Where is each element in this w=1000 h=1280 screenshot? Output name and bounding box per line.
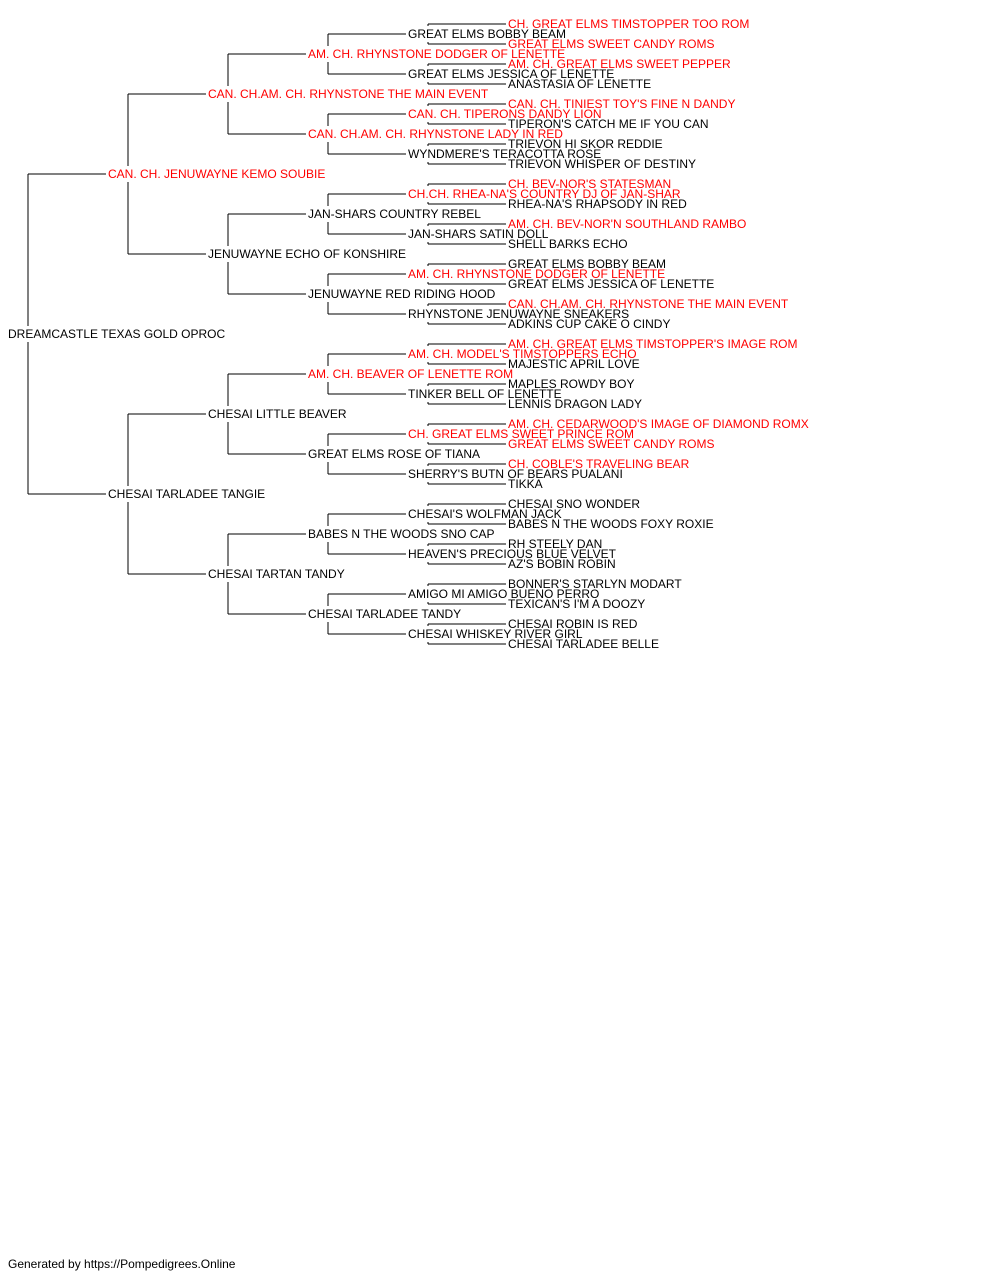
ancestor-dam-sire-sire-sire: AM. CH. MODEL'S TIMSTOPPERS ECHO [408,347,637,361]
ancestor-labels: DREAMCASTLE TEXAS GOLD OPROC CAN. CH. JEN… [8,17,809,651]
ancestor-dam-dam-dam-dam-dam: CHESAI TARLADEE BELLE [508,637,659,651]
ancestor-dam-sire-sire-dam-sire: MAPLES ROWDY BOY [508,377,634,391]
ancestor-dam-dam-dam-sire-sire: BONNER'S STARLYN MODART [508,577,682,591]
ancestor-dam-sire-sire-sire-sire: AM. CH. GREAT ELMS TIMSTOPPER'S IMAGE RO… [508,337,797,351]
ancestor-sire-dam-dam-dam: RHYNSTONE JENUWAYNE SNEAKERS [408,307,629,321]
ancestor-sire-dam: JENUWAYNE ECHO OF KONSHIRE [208,247,406,261]
ancestor-sire-sire-dam-sire-dam: TIPERON'S CATCH ME IF YOU CAN [508,117,709,131]
ancestor-sire-dam-sire-sire-sire: CH. BEV-NOR'S STATESMAN [508,177,671,191]
ancestor-sire-sire: CAN. CH.AM. CH. RHYNSTONE THE MAIN EVENT [208,87,489,101]
ancestor-sire-sire-sire-dam: GREAT ELMS JESSICA OF LENETTE [408,67,614,81]
ancestor-dam-dam-sire: BABES N THE WOODS SNO CAP [308,527,494,541]
connector-lines [27,23,506,645]
ancestor-sire-dam-dam: JENUWAYNE RED RIDING HOOD [308,287,496,301]
subject-name: DREAMCASTLE TEXAS GOLD OPROC [8,327,225,341]
ancestor-dam-sire-dam: GREAT ELMS ROSE OF TIANA [308,447,480,461]
ancestor-dam-dam-dam-dam-sire: CHESAI ROBIN IS RED [508,617,638,631]
ancestor-sire-dam-sire-sire-dam: RHEA-NA'S RHAPSODY IN RED [508,197,687,211]
ancestor-sire-dam-dam-sire-sire: GREAT ELMS BOBBY BEAM [508,257,666,271]
ancestor-dam-dam-sire-dam-dam: AZ'S BOBIN ROBIN [508,557,616,571]
ancestor-dam-sire-dam-dam: SHERRY'S BUTN OF BEARS PUALANI [408,467,623,481]
ancestor-dam-dam-dam: CHESAI TARLADEE TANDY [308,607,461,621]
ancestor-dam-sire-sire-dam: TINKER BELL OF LENETTE [408,387,562,401]
generated-by-footer: Generated by https://Pompedigrees.Online [8,1257,236,1271]
ancestor-sire-sire-sire-dam-dam: ANASTASIA OF LENETTE [508,77,651,91]
ancestor-sire-sire-sire-sire: GREAT ELMS BOBBY BEAM [408,27,566,41]
ancestor-sire-sire-sire-sire-sire: CH. GREAT ELMS TIMSTOPPER TOO ROM [508,17,749,31]
ancestor-dam-sire-dam-sire-sire: AM. CH. CEDARWOOD'S IMAGE OF DIAMOND ROM… [508,417,809,431]
ancestor-sire-sire-sire-dam-sire: AM. CH. GREAT ELMS SWEET PEPPER [508,57,731,71]
ancestor-dam-sire: CHESAI LITTLE BEAVER [208,407,347,421]
ancestor-dam-dam-sire-dam: HEAVEN'S PRECIOUS BLUE VELVET [408,547,617,561]
ancestor-dam-dam: CHESAI TARTAN TANDY [208,567,345,581]
ancestor-dam-sire-dam-sire: CH. GREAT ELMS SWEET PRINCE ROM [408,427,634,441]
ancestor-sire-dam-sire-dam: JAN-SHARS SATIN DOLL [408,227,549,241]
ancestor-dam-dam-sire-dam-sire: RH STEELY DAN [508,537,602,551]
ancestor-sire-sire-dam-dam-dam: TRIEVON WHISPER OF DESTINY [508,157,696,171]
ancestor-sire-dam-sire-dam-sire: AM. CH. BEV-NOR'N SOUTHLAND RAMBO [508,217,746,231]
ancestor-dam-sire-dam-dam-sire: CH. COBLE'S TRAVELING BEAR [508,457,690,471]
ancestor-dam-sire-dam-sire-dam: GREAT ELMS SWEET CANDY ROMS [508,437,714,451]
ancestor-dam-dam-sire-sire-dam: BABES N THE WOODS FOXY ROXIE [508,517,714,531]
ancestor-sire-dam-dam-dam-sire: CAN. CH.AM. CH. RHYNSTONE THE MAIN EVENT [508,297,789,311]
ancestor-sire-sire-dam-sire: CAN. CH. TIPERONS DANDY LION [408,107,602,121]
ancestor-dam-dam-dam-sire: AMIGO MI AMIGO BUENO PERRO [408,587,599,601]
ancestor-sire-dam-sire-dam-dam: SHELL BARKS ECHO [508,237,628,251]
ancestor-dam-sire-sire-sire-dam: MAJESTIC APRIL LOVE [508,357,640,371]
ancestor-sire-sire-dam-dam-sire: TRIEVON HI SKOR REDDIE [508,137,663,151]
ancestor-sire-sire-sire-sire-dam: GREAT ELMS SWEET CANDY ROMS [508,37,714,51]
ancestor-sire-dam-dam-dam-dam: ADKINS CUP CAKE O CINDY [508,317,670,331]
ancestor-sire-sire-dam-sire-sire: CAN. CH. TINIEST TOY'S FINE N DANDY [508,97,735,111]
ancestor-sire-dam-sire: JAN-SHARS COUNTRY REBEL [308,207,481,221]
ancestor-dam-sire-sire-dam-dam: LENNIS DRAGON LADY [508,397,642,411]
ancestor-dam-dam-sire-sire: CHESAI'S WOLFMAN JACK [408,507,562,521]
ancestor-sire-dam-dam-sire: AM. CH. RHYNSTONE DODGER OF LENETTE [408,267,665,281]
ancestor-dam: CHESAI TARLADEE TANGIE [108,487,265,501]
ancestor-dam-dam-dam-dam: CHESAI WHISKEY RIVER GIRL [408,627,583,641]
ancestor-dam-dam-sire-sire-sire: CHESAI SNO WONDER [508,497,640,511]
ancestor-sire-sire-sire: AM. CH. RHYNSTONE DODGER OF LENETTE [308,47,565,61]
ancestor-sire: CAN. CH. JENUWAYNE KEMO SOUBIE [108,167,325,181]
ancestor-dam-sire-sire: AM. CH. BEAVER OF LENETTE ROM [308,367,513,381]
ancestor-sire-sire-dam-dam: WYNDMERE'S TERACOTTA ROSE [408,147,601,161]
ancestor-sire-dam-sire-sire: CH.CH. RHEA-NA'S COUNTRY DJ OF JAN-SHAR [408,187,681,201]
ancestor-dam-dam-dam-sire-dam: TEXICAN'S I'M A DOOZY [508,597,645,611]
ancestor-sire-sire-dam: CAN. CH.AM. CH. RHYNSTONE LADY IN RED [308,127,563,141]
ancestor-dam-sire-dam-dam-dam: TIKKA [508,477,543,491]
ancestor-sire-dam-dam-sire-dam: GREAT ELMS JESSICA OF LENETTE [508,277,714,291]
